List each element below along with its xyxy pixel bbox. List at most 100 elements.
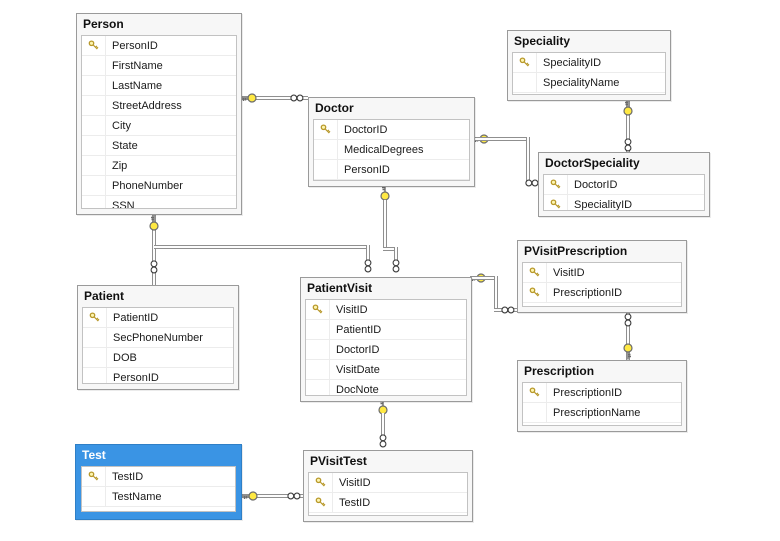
field-row[interactable]: DOB (83, 348, 233, 368)
primary-key-icon (82, 467, 106, 486)
field-name: PatientID (113, 311, 159, 324)
table-title[interactable]: Person (83, 17, 124, 31)
many-end-infinity-icon (501, 306, 515, 314)
connector-segment[interactable] (154, 245, 370, 249)
primary-key-icon (309, 473, 333, 492)
key-cell (523, 403, 547, 422)
field-row[interactable]: MedicalDegrees (314, 140, 469, 160)
field-row[interactable]: VisitID (309, 473, 467, 493)
primary-key-icon (523, 283, 547, 302)
field-row[interactable]: PatientID (83, 308, 233, 328)
connector-segment[interactable] (383, 200, 387, 249)
field-name: Zip (112, 159, 128, 172)
field-row[interactable]: SpecialityID (513, 53, 665, 73)
connector-segment[interactable] (152, 213, 156, 285)
primary-key-icon (309, 493, 333, 512)
table-title[interactable]: Doctor (315, 101, 354, 115)
field-row[interactable]: VisitID (306, 300, 466, 320)
one-end-key-icon (240, 92, 258, 104)
connector-segment[interactable] (240, 494, 303, 498)
table-title[interactable]: Test (82, 448, 106, 462)
primary-key-icon (523, 263, 547, 282)
many-end-infinity-icon (287, 492, 301, 500)
table-title[interactable]: Speciality (514, 34, 571, 48)
field-name: DoctorID (336, 343, 380, 356)
connector-segment[interactable] (626, 311, 630, 360)
field-row[interactable]: SSN (82, 196, 236, 208)
field-name: State (112, 139, 138, 152)
key-cell (314, 160, 338, 179)
field-row[interactable]: DoctorID (314, 120, 469, 140)
table-prescription[interactable]: Prescription PrescriptionID Prescription… (517, 360, 687, 432)
field-row[interactable]: LastName (82, 76, 236, 96)
connector-segment[interactable] (626, 99, 630, 152)
field-row[interactable]: FirstName (82, 56, 236, 76)
key-cell (306, 360, 330, 379)
connector-segment[interactable] (240, 96, 308, 100)
connector-segment[interactable] (473, 137, 530, 141)
connector-segment[interactable] (383, 247, 398, 251)
field-row[interactable]: Zip (82, 156, 236, 176)
field-row[interactable]: PrescriptionID (523, 383, 681, 403)
table-title[interactable]: Prescription (524, 364, 595, 378)
key-cell (306, 340, 330, 359)
connector-segment[interactable] (526, 137, 530, 181)
key-cell (306, 320, 330, 339)
field-row[interactable]: DoctorID (544, 175, 704, 195)
field-name: PersonID (113, 371, 159, 384)
field-name: TestName (112, 490, 162, 503)
table-test[interactable]: Test TestID TestName (75, 444, 242, 520)
connector-segment[interactable] (494, 276, 498, 310)
one-end-key-icon (622, 99, 634, 117)
table-speciality[interactable]: Speciality SpecialityID SpecialityName (507, 30, 671, 101)
table-person[interactable]: Person PersonID FirstName LastName Stree… (76, 13, 242, 215)
field-row[interactable]: TestName (82, 487, 235, 507)
field-row[interactable]: PrescriptionID (523, 283, 681, 303)
field-row[interactable]: StreetAddress (82, 96, 236, 116)
field-name: DocNote (336, 383, 379, 396)
table-title[interactable]: PatientVisit (307, 281, 373, 295)
key-cell (82, 176, 106, 195)
table-title[interactable]: Patient (84, 289, 125, 303)
field-row[interactable]: TestID (309, 493, 467, 513)
primary-key-icon (306, 300, 330, 319)
field-name: TestID (112, 470, 144, 483)
table-doctorspeciality[interactable]: DoctorSpeciality DoctorID SpecialityID (538, 152, 710, 217)
key-cell (82, 196, 106, 208)
field-row[interactable]: SpecialityID (544, 195, 704, 210)
connector-segment[interactable] (366, 245, 370, 262)
table-doctor[interactable]: Doctor DoctorID MedicalDegrees PersonID (308, 97, 475, 187)
table-title[interactable]: DoctorSpeciality (545, 156, 640, 170)
table-field-grid: PersonID FirstName LastName StreetAddres… (81, 35, 237, 209)
field-row[interactable]: SecPhoneNumber (83, 328, 233, 348)
field-row[interactable]: VisitDate (306, 360, 466, 380)
table-title[interactable]: PVisitTest (310, 454, 367, 468)
table-pvisittest[interactable]: PVisitTest VisitID TestID (303, 450, 473, 522)
field-row[interactable]: SpecialityName (513, 73, 665, 93)
key-cell (82, 116, 106, 135)
primary-key-icon (83, 308, 107, 327)
field-row[interactable]: PatientID (306, 320, 466, 340)
field-row[interactable]: State (82, 136, 236, 156)
field-row[interactable]: PersonID (82, 36, 236, 56)
field-row[interactable]: TestID (82, 467, 235, 487)
field-row[interactable]: PersonID (83, 368, 233, 384)
field-row[interactable]: PersonID (314, 160, 469, 180)
field-row[interactable]: PhoneNumber (82, 176, 236, 196)
table-field-grid: PrescriptionID PrescriptionName (522, 382, 682, 426)
table-patient[interactable]: Patient PatientID SecPhoneNumber DOB Per… (77, 285, 239, 390)
table-patientvisit[interactable]: PatientVisit VisitID PatientID DoctorID … (300, 277, 472, 402)
field-row[interactable]: PrescriptionName (523, 403, 681, 423)
table-title[interactable]: PVisitPrescription (524, 244, 628, 258)
field-row[interactable]: DocNote (306, 380, 466, 396)
table-pvisitprescription[interactable]: PVisitPrescription VisitID PrescriptionI… (517, 240, 687, 313)
connector-segment[interactable] (470, 276, 498, 280)
connector-segment[interactable] (394, 247, 398, 262)
field-row[interactable]: VisitID (523, 263, 681, 283)
primary-key-icon (314, 120, 338, 139)
connector-segment[interactable] (381, 413, 385, 437)
field-row[interactable]: DoctorID (306, 340, 466, 360)
field-name: VisitID (339, 476, 371, 489)
field-row[interactable]: City (82, 116, 236, 136)
